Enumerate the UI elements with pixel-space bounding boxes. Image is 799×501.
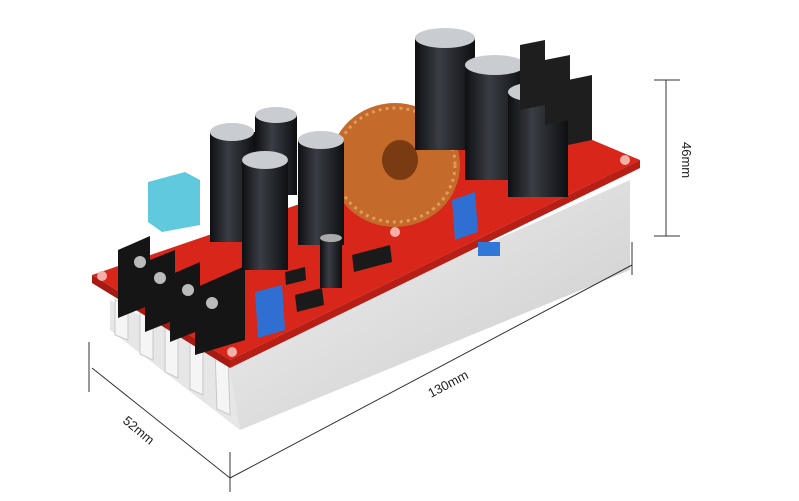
heatsink: [110, 180, 630, 430]
mosfet-tabs: [520, 40, 592, 145]
width-dimension-label: 52mm: [120, 413, 157, 448]
height-dimension-label: 46mm: [679, 142, 694, 178]
ic-chips: [285, 245, 392, 312]
dimension-lines: [88, 79, 680, 492]
fuse: [148, 172, 200, 232]
trimmer-potentiometers: [255, 192, 500, 338]
length-dimension-label: 130mm: [425, 367, 470, 401]
terminal-block: [118, 236, 245, 355]
